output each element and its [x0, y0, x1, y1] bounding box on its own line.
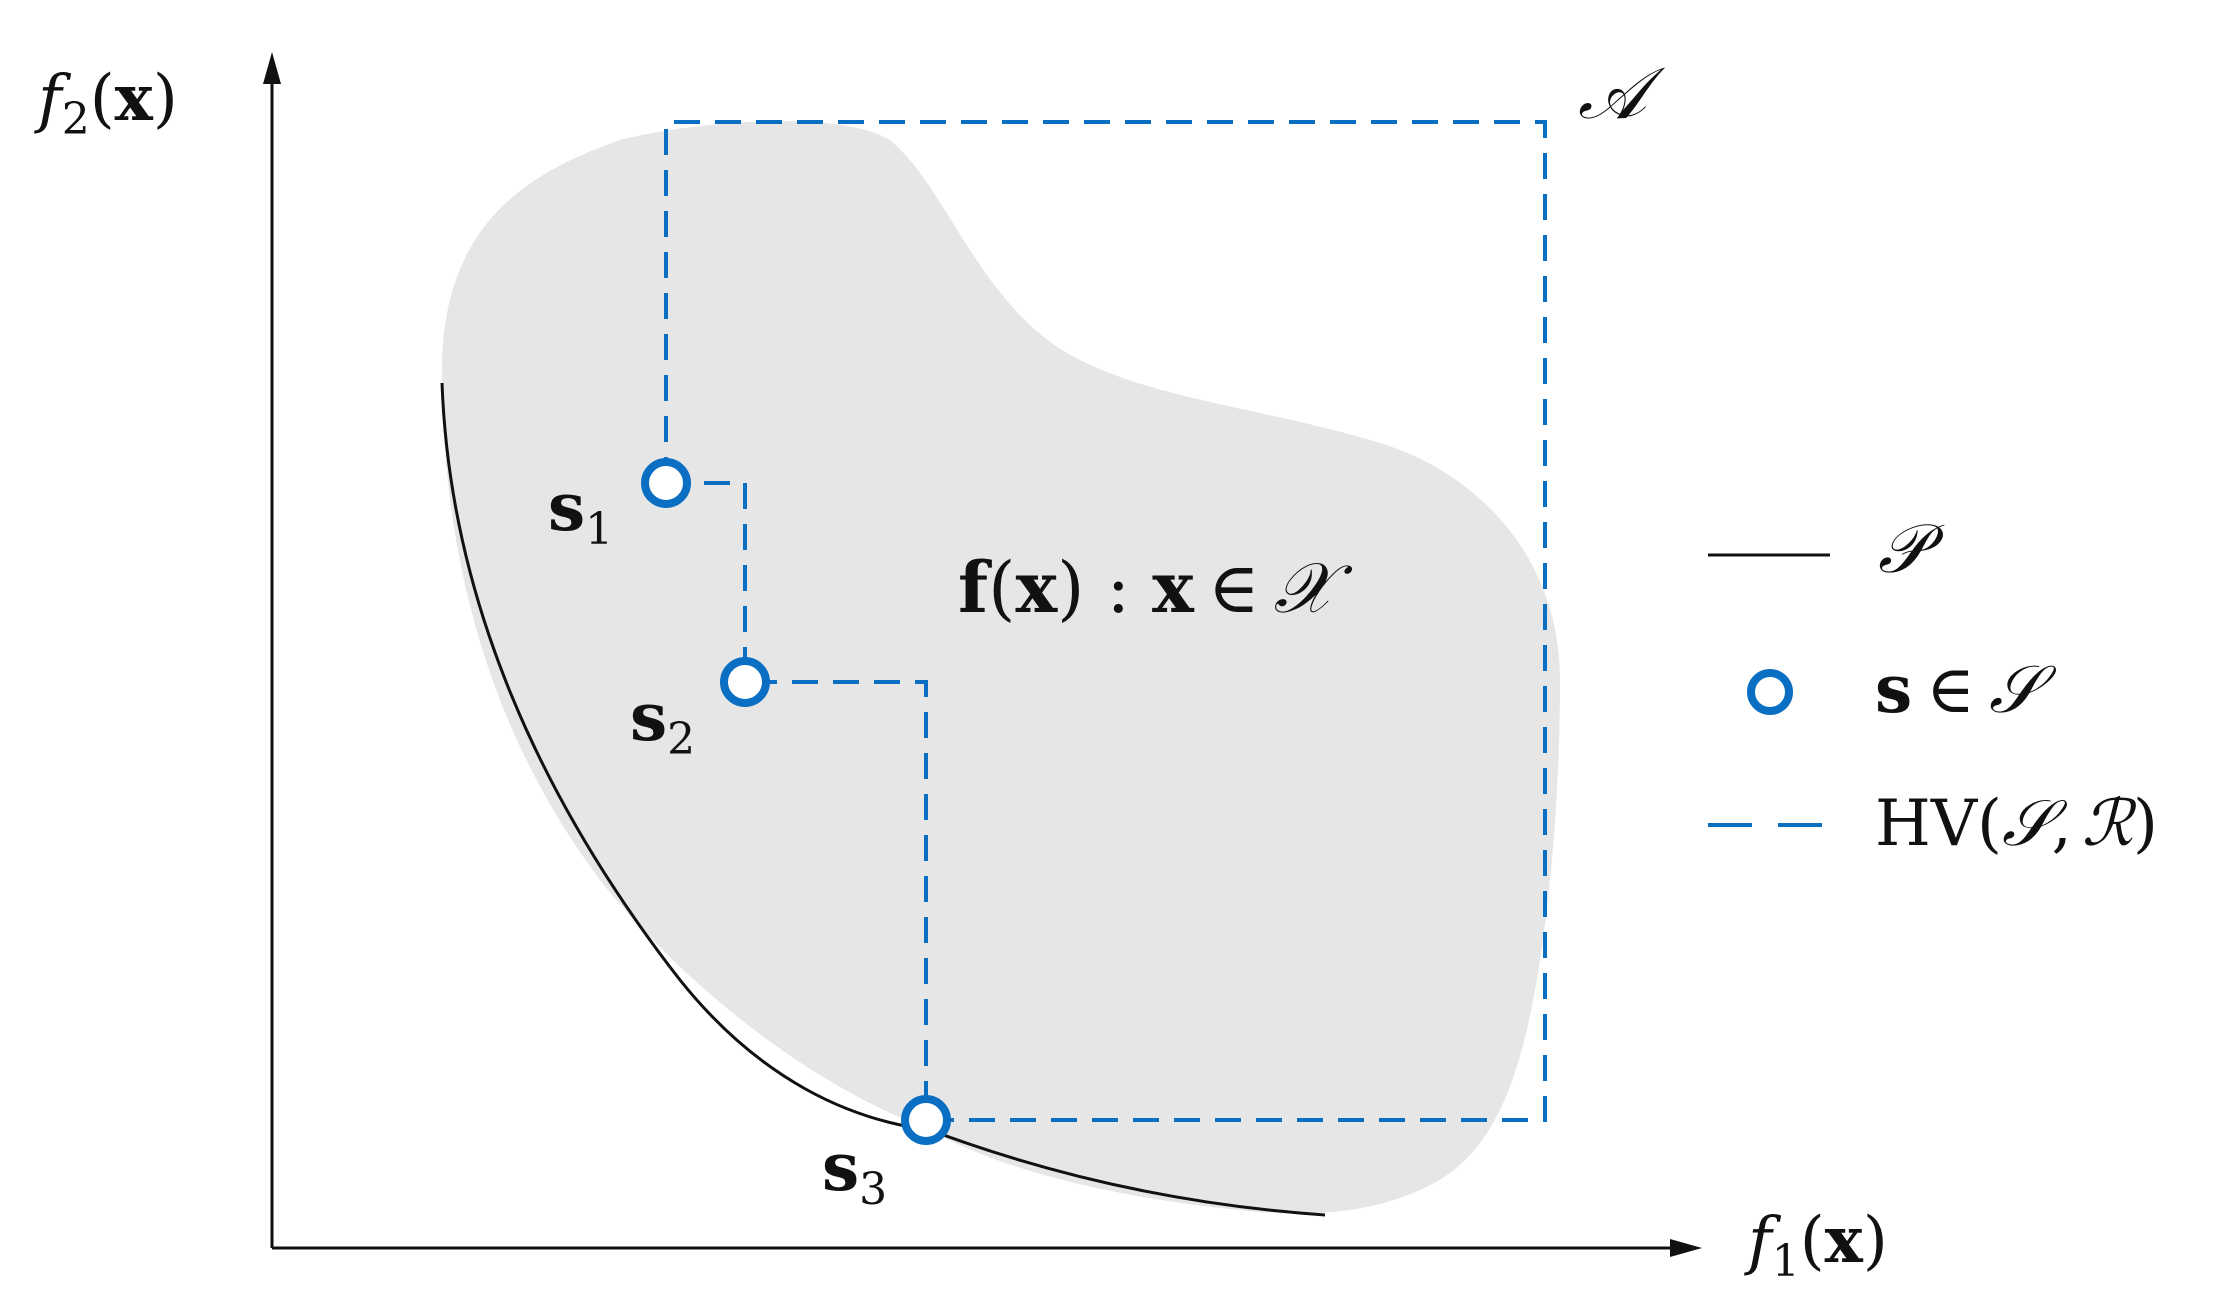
sample-point-s1	[641, 458, 691, 508]
reference-label: 𝒜	[1578, 51, 1666, 135]
hypervolume-boundary	[664, 120, 1547, 1122]
point-label-s1: s1	[548, 468, 613, 555]
legend-samples-swatch	[1747, 669, 1793, 715]
x-axis-label: f1(x)	[1744, 1203, 1888, 1287]
sample-point-s3	[901, 1095, 951, 1145]
region-label: f(x):x∈𝒳	[958, 546, 1353, 629]
pareto-front-curve	[440, 382, 1326, 1217]
objective-region	[441, 121, 1560, 1214]
legend-pareto-label: 𝒫	[1878, 510, 1945, 589]
point-label-s3: s3	[822, 1128, 887, 1215]
sample-point-s2	[720, 657, 770, 707]
legend: 𝒫 s∈𝒮 HV(𝒮,ℛ)	[1708, 510, 2158, 861]
y-axis-label: f2(x)	[34, 61, 178, 145]
y-axis-arrow-icon	[263, 52, 281, 84]
point-label-s2: s2	[630, 678, 695, 765]
x-axis-arrow-icon	[1670, 1239, 1702, 1257]
legend-hypervolume-label: HV(𝒮,ℛ)	[1875, 787, 2158, 861]
legend-samples-label: s∈𝒮	[1875, 650, 2057, 728]
